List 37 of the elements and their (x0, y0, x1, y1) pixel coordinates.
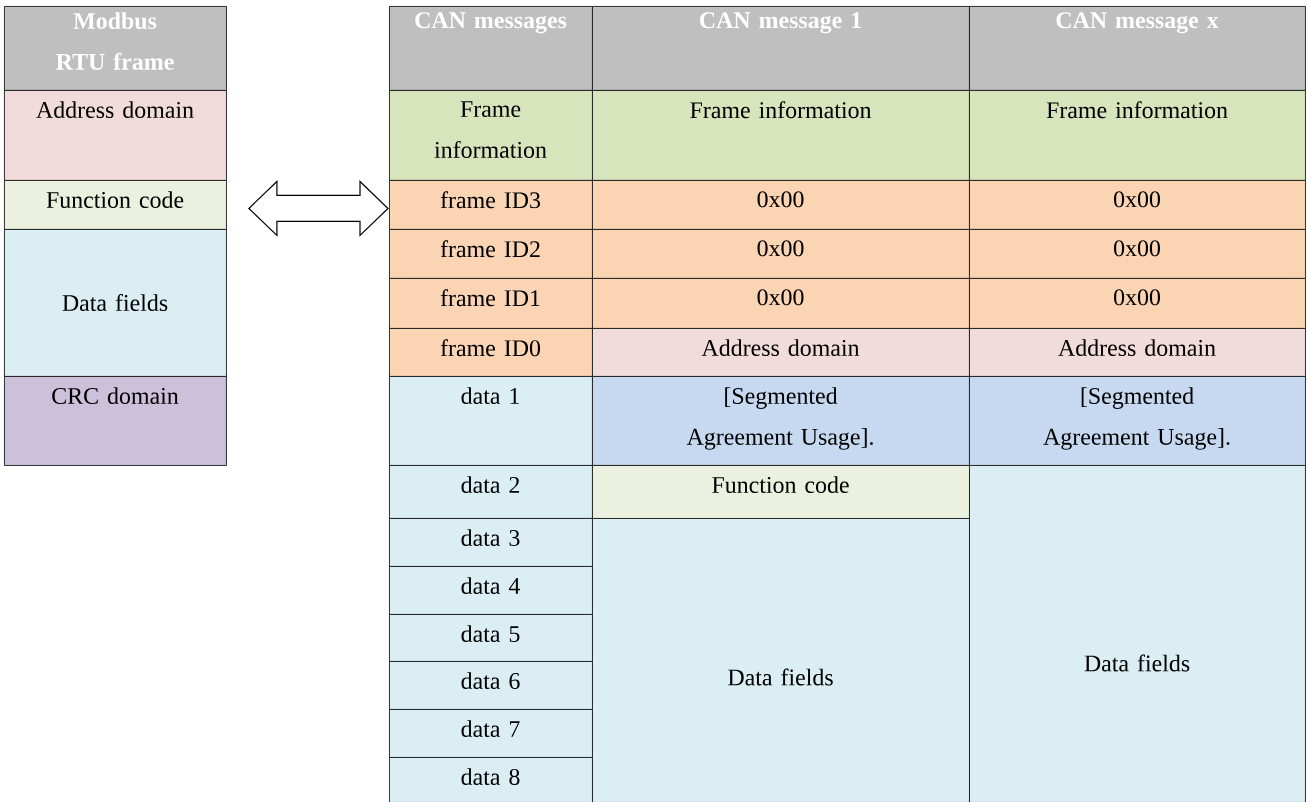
table-cell: Function code (592, 465, 970, 519)
table-cell: frame ID0 (389, 328, 593, 377)
table-cell: 0x00 (592, 278, 970, 329)
table-cell: CRC domain (4, 376, 227, 466)
table-cell: Data fields (4, 229, 227, 377)
table-cell: data 4 (389, 566, 593, 615)
table-cell: 0x00 (969, 278, 1306, 329)
table-cell: data 7 (389, 709, 593, 758)
table-cell: [Segmented Agreement Usage]. (592, 376, 970, 466)
table-cell: Function code (4, 180, 227, 230)
header-cell: Modbus RTU frame (4, 6, 227, 91)
table-cell: Frame information (389, 90, 593, 181)
header-cell: CAN message 1 (592, 6, 970, 91)
table-cell: data 1 (389, 376, 593, 466)
table-cell: Frame information (592, 90, 970, 181)
table-cell: Address domain (969, 328, 1306, 377)
table-cell: data 6 (389, 661, 593, 710)
table-cell: Data fields (969, 465, 1306, 802)
table-cell: 0x00 (592, 229, 970, 279)
table-cell: data 5 (389, 614, 593, 662)
header-cell: CAN messages (389, 6, 593, 91)
header-cell: CAN message x (969, 6, 1306, 91)
double-arrow (248, 180, 389, 237)
table-cell: Address domain (592, 328, 970, 377)
table-cell: frame ID3 (389, 180, 593, 230)
table-cell: data 3 (389, 518, 593, 567)
table-cell: 0x00 (969, 229, 1306, 279)
table-cell: Frame information (969, 90, 1306, 181)
table-cell: frame ID1 (389, 278, 593, 329)
table-cell: data 2 (389, 465, 593, 519)
table-cell: frame ID2 (389, 229, 593, 279)
table-cell: [Segmented Agreement Usage]. (969, 376, 1306, 466)
table-cell: 0x00 (592, 180, 970, 230)
table-cell: data 8 (389, 757, 593, 802)
table-cell: Data fields (592, 518, 970, 802)
table-cell: Address domain (4, 90, 227, 181)
table-cell: 0x00 (969, 180, 1306, 230)
